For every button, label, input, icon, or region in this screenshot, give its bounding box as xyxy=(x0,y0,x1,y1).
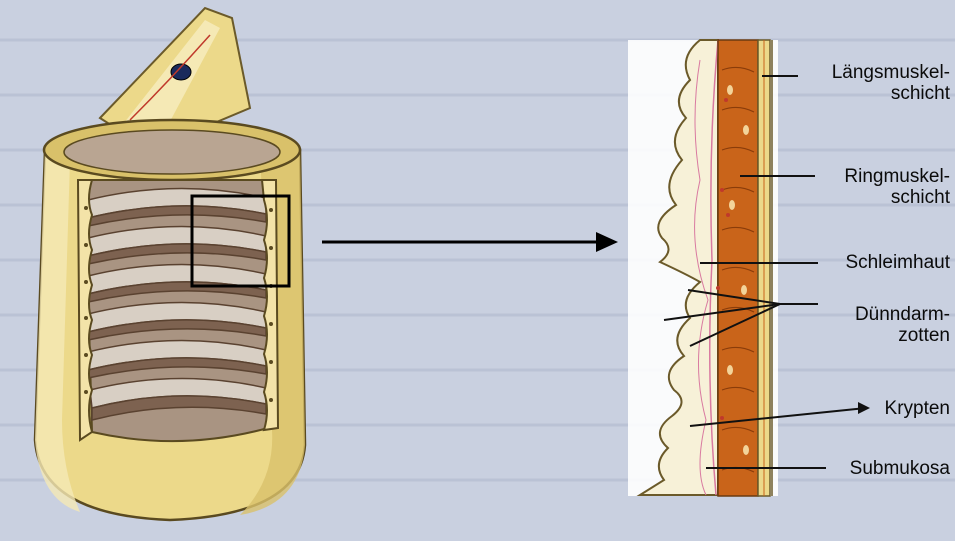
label-ringmuskelschicht: Ringmuskel- schicht xyxy=(790,166,950,208)
label-krypten: Krypten xyxy=(790,398,950,419)
intestine-tube xyxy=(35,8,305,520)
label-schleimhaut-text: Schleimhaut xyxy=(790,252,950,273)
label-schleimhaut: Schleimhaut xyxy=(790,252,950,273)
label-krypten-text: Krypten xyxy=(790,398,950,419)
label-duenndarmzotten: Dünndarm- zotten xyxy=(790,304,950,346)
label-ringmuskel-line2: schicht xyxy=(790,187,950,208)
label-ringmuskel-line1: Ringmuskel- xyxy=(790,166,950,187)
zoom-arrow xyxy=(322,232,618,252)
label-laengsmuskel-line1: Längsmuskel- xyxy=(790,62,950,83)
label-zotten-line1: Dünndarm- xyxy=(790,304,950,325)
wall-cut-left xyxy=(78,180,92,440)
label-laengsmuskel-line2: schicht xyxy=(790,83,950,104)
label-laengsmuskelschicht: Längsmuskel- schicht xyxy=(790,62,950,104)
label-submukosa: Submukosa xyxy=(790,458,950,479)
label-submukosa-text: Submukosa xyxy=(790,458,950,479)
label-zotten-line2: zotten xyxy=(790,325,950,346)
wall-section xyxy=(628,40,778,496)
